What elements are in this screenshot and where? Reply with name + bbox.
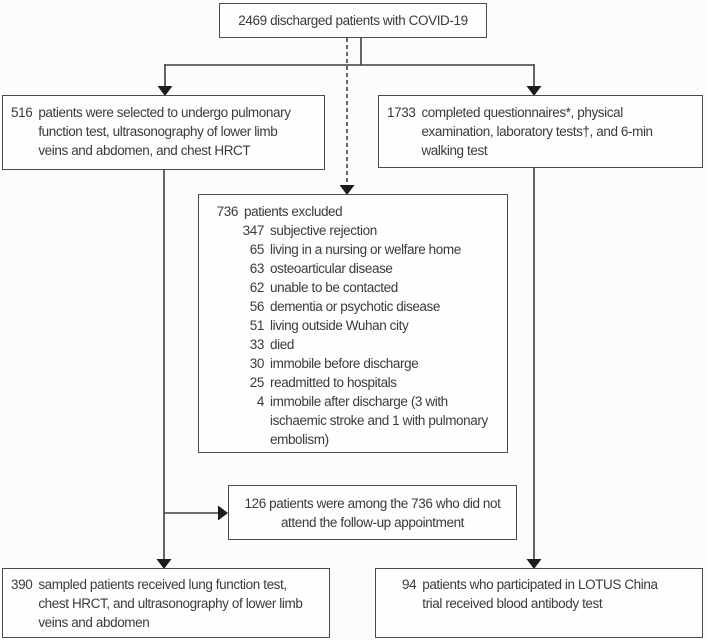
excluded-row: 33 died bbox=[249, 337, 295, 352]
arrowhead-selected bbox=[157, 86, 173, 96]
selected-count: 516 bbox=[11, 105, 33, 120]
excluded-row: 62 unable to be contacted bbox=[249, 280, 398, 295]
box-lotus-antibody: 94 patients who participated in LOTUS Ch… bbox=[375, 568, 703, 638]
followup-text: 126 patients were among the 736 who did … bbox=[244, 496, 501, 511]
excluded-row: 347 subjective rejection bbox=[242, 223, 378, 238]
sampled-count: 390 bbox=[11, 577, 33, 592]
box-followup-nonattenders: 126 patients were among the 736 who did … bbox=[228, 485, 517, 540]
excluded-row: 56 dementia or psychotic disease bbox=[249, 299, 441, 314]
box-discharged-patients: 2469 discharged patients with COVID-19 bbox=[219, 3, 487, 38]
box-sampled-patients: 390 sampled patients received lung funct… bbox=[2, 568, 330, 638]
box-completed-assessments: 1733 completed questionnaires*, physical… bbox=[378, 95, 703, 168]
lotus-text: patients who participated in LOTUS China… bbox=[422, 577, 658, 611]
sampled-text: sampled patients received lung function … bbox=[38, 577, 303, 630]
discharged-patients-text: 2469 discharged patients with COVID-19 bbox=[238, 13, 468, 28]
excluded-row: 25 readmitted to hospitals bbox=[249, 375, 397, 390]
arrowhead-followup bbox=[218, 505, 228, 521]
excluded-row: 63 osteoarticular disease bbox=[249, 261, 393, 276]
completed-count: 1733 bbox=[387, 105, 416, 120]
completed-text: completed questionnaires*, physical exam… bbox=[421, 105, 653, 158]
followup-text: attend the follow-up appointment bbox=[280, 515, 465, 530]
arrowhead-lotus bbox=[526, 559, 542, 569]
lotus-count: 94 bbox=[402, 577, 417, 592]
excluded-row: 30 immobile before discharge bbox=[249, 356, 419, 371]
arrowhead-sampled bbox=[156, 559, 172, 569]
arrowhead-completed bbox=[526, 86, 542, 96]
selected-text: patients were selected to undergo pulmon… bbox=[38, 105, 291, 158]
arrowhead-excluded bbox=[339, 185, 355, 195]
excluded-row: 736 patients excluded bbox=[216, 204, 343, 219]
excluded-row: 65 living in a nursing or welfare home bbox=[249, 242, 461, 257]
box-selected-patients: 516 patients were selected to undergo pu… bbox=[2, 95, 325, 170]
excluded-row: 4 immobile after discharge (3 with ischa… bbox=[256, 394, 488, 447]
excluded-row: 51 living outside Wuhan city bbox=[249, 318, 409, 333]
box-excluded-patients: 736 patients excluded 347 subjective rej… bbox=[198, 194, 508, 453]
